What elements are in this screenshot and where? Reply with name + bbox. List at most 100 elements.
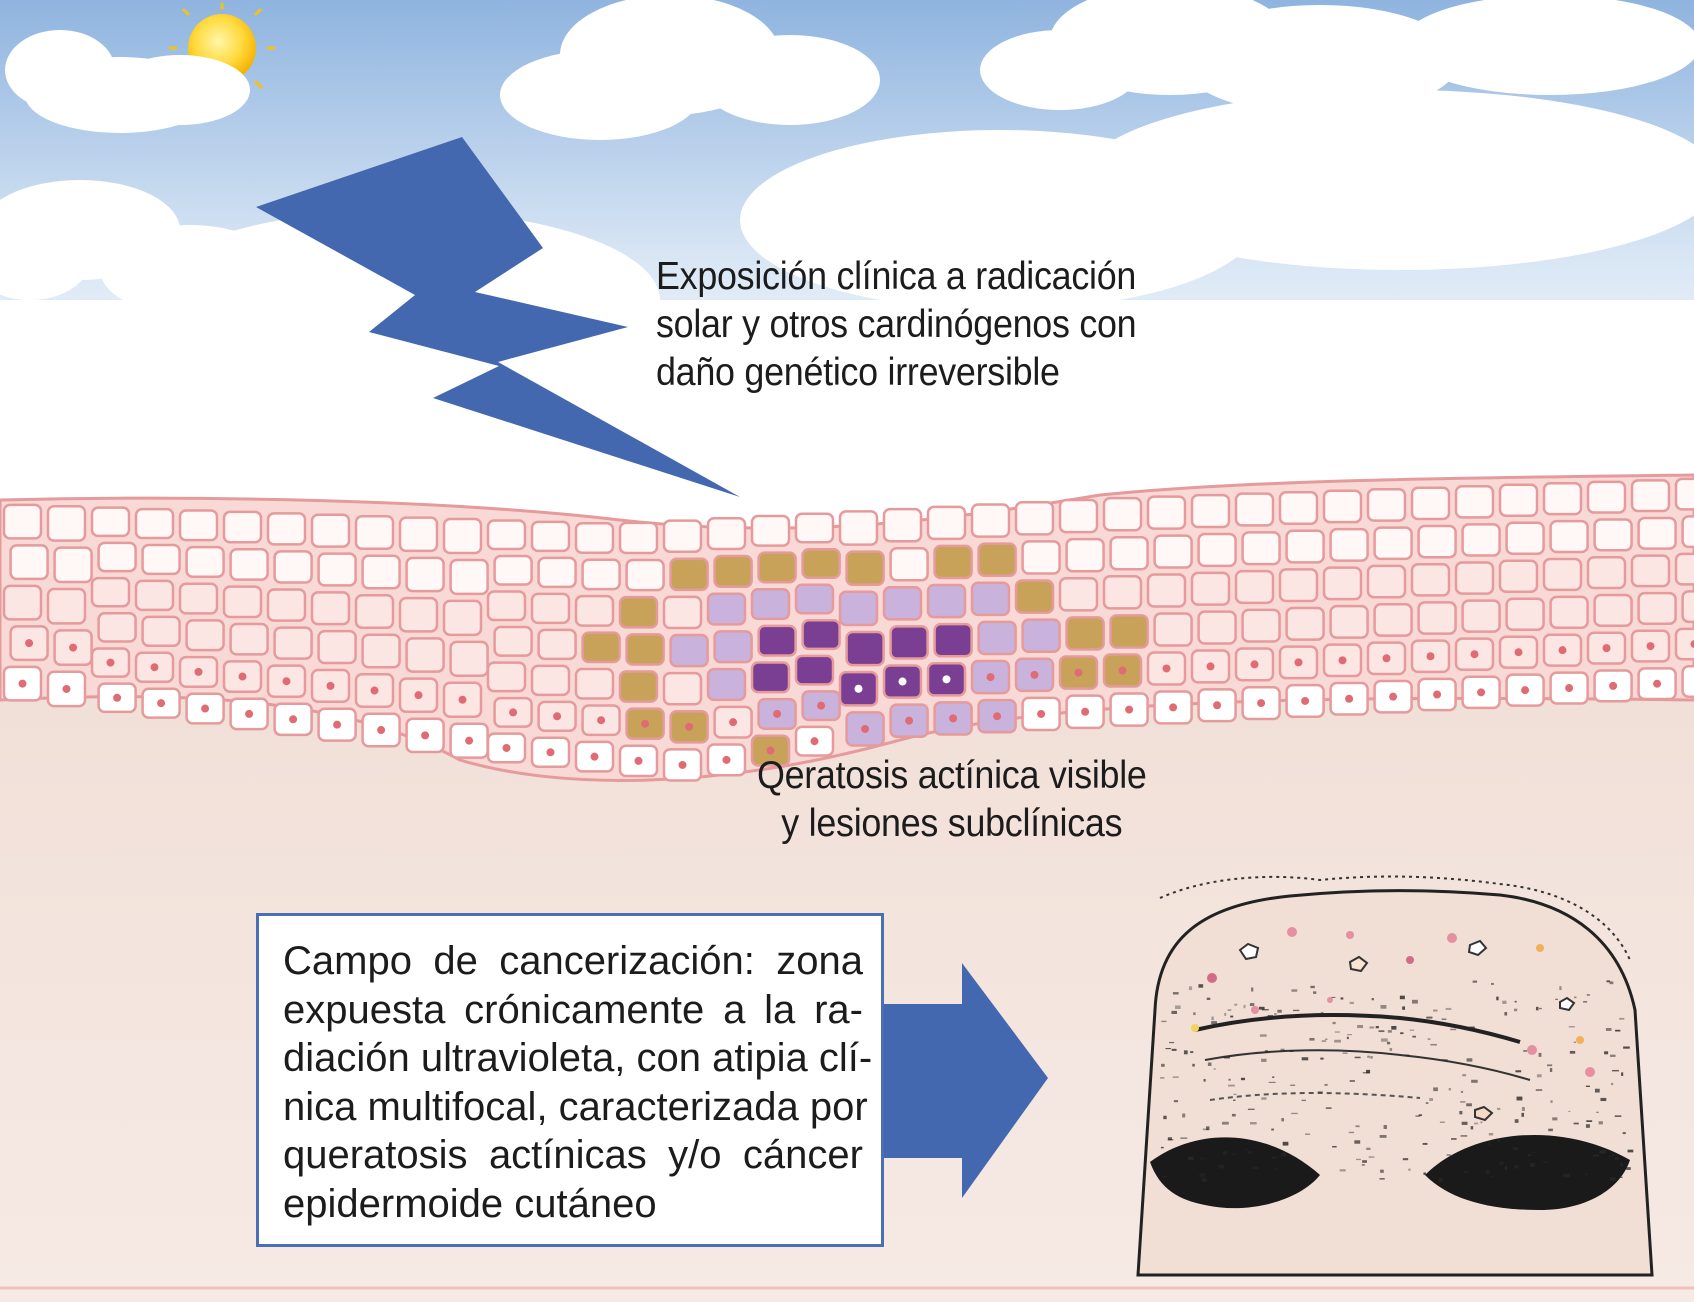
skin-texture-mark [1409, 1029, 1415, 1031]
skin-texture-mark [1433, 1009, 1438, 1012]
cell-nucleus [1301, 696, 1310, 705]
epidermal-cell [266, 512, 307, 546]
skin-texture-mark [1614, 1157, 1619, 1160]
epidermal-cell [1278, 568, 1319, 603]
skin-texture-mark [1585, 1173, 1588, 1176]
skin-texture-mark [1233, 1099, 1236, 1101]
skin-texture-mark [1261, 1058, 1267, 1062]
skin-texture-mark [1563, 1173, 1571, 1178]
skin-texture-mark [1600, 1097, 1607, 1102]
skin-texture-mark [1348, 1131, 1355, 1134]
epidermal-cells [2, 477, 1694, 782]
skin-texture-mark [1620, 1163, 1623, 1167]
skin-texture-mark [1386, 1041, 1391, 1045]
epidermal-cell [933, 622, 973, 658]
epidermal-cell [706, 667, 747, 702]
epidermal-cell [1373, 526, 1413, 561]
skin-texture-mark [1214, 1024, 1217, 1026]
epidermal-cell [574, 594, 615, 627]
skin-texture-mark [1355, 1125, 1360, 1128]
epidermal-cell [1065, 537, 1105, 573]
cell-nucleus [1477, 688, 1486, 697]
right-arrow-icon [884, 963, 1048, 1198]
epidermal-cell [801, 619, 841, 651]
epidermal-cell [1454, 485, 1495, 519]
skin-texture-mark [1182, 1113, 1186, 1118]
epidermal-cell [970, 581, 1011, 617]
epidermal-cell [310, 513, 351, 548]
cell-nucleus [1162, 664, 1171, 673]
cell-nucleus [553, 712, 562, 721]
skin-texture-mark [1404, 1054, 1410, 1057]
skin-texture-mark [1592, 1154, 1600, 1157]
skin-texture-mark [1573, 1122, 1579, 1125]
epidermal-cell [1146, 573, 1187, 608]
epidermal-cell [1505, 597, 1545, 631]
epidermal-cell [398, 516, 439, 553]
skin-texture-mark [1542, 1161, 1549, 1163]
epidermal-cell [442, 517, 483, 555]
epidermal-cell [486, 519, 527, 551]
skin-texture-mark [1380, 1005, 1387, 1009]
skin-texture-mark [1249, 1003, 1255, 1007]
epidermal-cell [1593, 518, 1633, 552]
cell-nucleus [69, 643, 78, 652]
cell-nucleus [62, 684, 71, 693]
epidermal-cell [1322, 566, 1363, 601]
skin-texture-mark [1200, 1157, 1205, 1160]
epidermal-cell [266, 588, 307, 622]
skin-texture-mark [1471, 1079, 1478, 1083]
skin-texture-mark [1399, 995, 1405, 1000]
skin-texture-mark [1474, 1122, 1479, 1125]
epidermal-cell [1278, 490, 1319, 526]
skin-texture-mark [1324, 1084, 1328, 1086]
cell-nucleus [326, 681, 335, 690]
epidermal-cell [977, 542, 1017, 578]
skin-texture-mark [1227, 1084, 1235, 1087]
skin-texture-mark [1568, 1110, 1571, 1112]
skin-texture-mark [1346, 1036, 1349, 1040]
epidermal-cell [1021, 618, 1061, 654]
epidermal-cell [1417, 601, 1457, 635]
skin-texture-mark [1222, 1151, 1228, 1155]
epidermal-cell [794, 654, 835, 686]
epidermal-cell [1329, 527, 1369, 562]
cell-nucleus [634, 756, 643, 765]
skin-texture-mark [1227, 1009, 1232, 1011]
epidermal-cell [1593, 593, 1633, 628]
skin-texture-mark [1317, 1091, 1323, 1093]
skin-texture-mark [1240, 1077, 1246, 1081]
skin-texture-mark [1619, 1017, 1625, 1020]
skin-texture-mark [1188, 986, 1193, 991]
skin-texture-mark [1585, 1085, 1590, 1087]
epidermal-cell [1674, 552, 1694, 586]
skin-texture-mark [1569, 1050, 1576, 1054]
skin-texture-mark [1514, 1008, 1518, 1012]
field-cancerization-text: Campo de cancerización: zona expuesta cr… [283, 937, 872, 1228]
skin-texture-mark [1167, 1139, 1174, 1141]
skin-texture-mark [1459, 1110, 1463, 1115]
epidermal-cell [662, 595, 703, 630]
epidermal-cell [706, 592, 747, 626]
cell-nucleus [1169, 703, 1178, 712]
skin-texture-mark [1368, 1156, 1375, 1158]
epidermal-cell [882, 586, 923, 621]
epidermal-cell [354, 514, 395, 550]
skin-texture-mark [1264, 1050, 1268, 1053]
skin-texture-mark [1497, 1138, 1500, 1142]
skin-texture-mark [1433, 1087, 1438, 1092]
skin-texture-mark [1340, 997, 1344, 1000]
epidermal-cell [53, 546, 93, 584]
skin-texture-mark [1163, 1115, 1167, 1120]
epidermal-cell [618, 595, 659, 629]
cell-nucleus [1338, 656, 1347, 665]
cell-nucleus [509, 708, 518, 717]
skin-texture-mark [1451, 1138, 1457, 1140]
clouds [0, 0, 1694, 500]
epidermal-cell [1241, 608, 1281, 643]
skin-texture-mark [1521, 1112, 1525, 1117]
skin-texture-mark [1609, 981, 1614, 985]
skin-texture-mark [1515, 1070, 1522, 1073]
keratosis-line: Qeratosis actínica visible [756, 754, 1147, 797]
cell-nucleus [1118, 666, 1127, 675]
